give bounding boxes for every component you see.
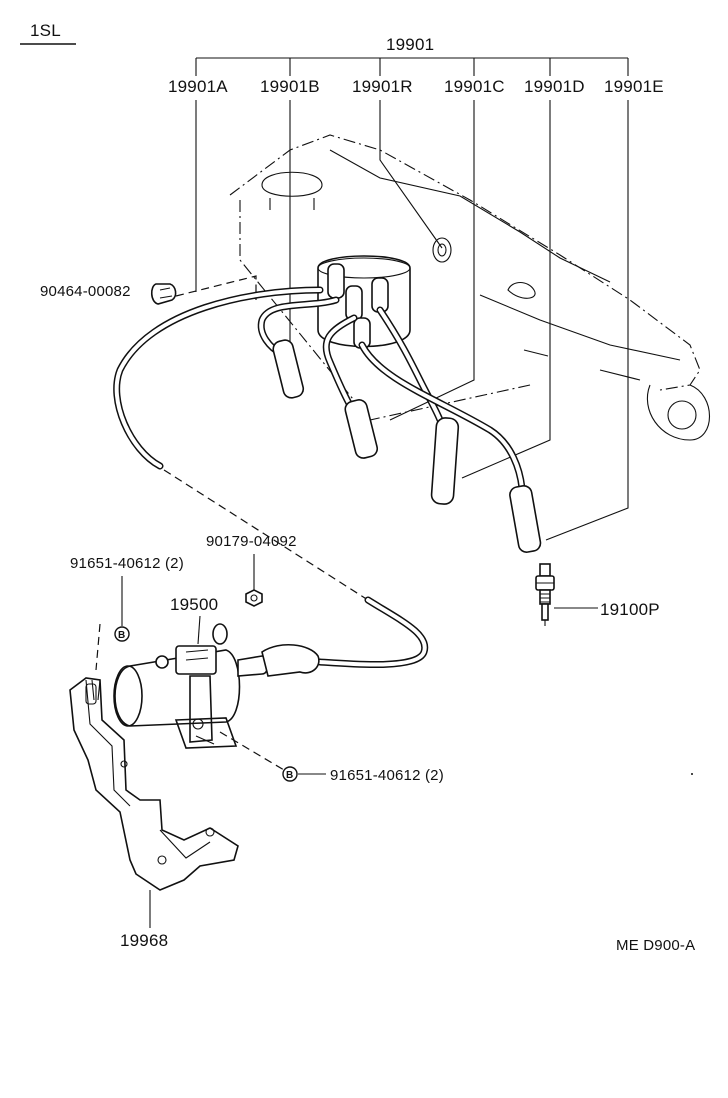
wire-b-callout: 19901B	[260, 77, 320, 96]
plug-wires	[113, 286, 542, 553]
spark-plug	[535, 563, 555, 626]
coil-boot	[261, 643, 320, 677]
coil-connector-loop	[212, 623, 228, 645]
leader-wire-e	[545, 100, 629, 541]
wire-a-callout: 19901A	[168, 77, 228, 96]
svg-text:B: B	[118, 630, 125, 641]
wire-d-callout: 19901D	[524, 77, 585, 96]
drawing-code: ME D900-A	[616, 937, 695, 954]
spark-plug-callout: 19100P	[600, 600, 660, 619]
bracket-callout: 19968	[120, 931, 168, 950]
wire-c-callout: 19901C	[444, 77, 505, 96]
bolt-upper-callout: 91651-40612 (2)	[70, 555, 184, 572]
coil-terminal-post	[155, 655, 169, 669]
wire-r-callout: 19901R	[352, 77, 413, 96]
boot-wire-c	[344, 399, 379, 459]
nut-part	[245, 589, 263, 607]
coil-terminal-block	[175, 645, 217, 675]
pulley-outline	[646, 384, 711, 441]
leader-wire-d	[461, 100, 551, 479]
boot-wire-b	[272, 339, 305, 399]
bolt-lower-callout: 91651-40612 (2)	[330, 767, 444, 784]
bolt-lower-marker	[282, 766, 298, 782]
leader-wire-c	[389, 100, 475, 421]
svg-text:B: B	[286, 770, 293, 781]
coil-mount-foot	[174, 717, 238, 749]
ignition-coil	[113, 623, 320, 749]
variant-label: 1SL	[30, 21, 61, 40]
clamp-dashed-guide	[175, 275, 257, 300]
engine-boss	[507, 281, 536, 299]
coil-wire-route	[163, 469, 369, 601]
cap-grommet	[432, 237, 452, 263]
coil-wire-lower	[316, 596, 429, 669]
engine-outline	[229, 134, 711, 441]
valve-cover-edge	[329, 149, 611, 283]
clamp-callout: 90464-00082	[40, 283, 131, 300]
coil-bracket	[69, 677, 239, 891]
nut-callout: 90179-04092	[206, 533, 297, 550]
wire-e-callout: 19901E	[604, 77, 664, 96]
boot-wire-e	[509, 485, 542, 553]
boot-wire-d	[430, 417, 460, 505]
oil-filler-cap	[261, 171, 323, 197]
coil-callout: 19500	[170, 595, 218, 614]
leader-wire-r	[379, 100, 443, 249]
cap-tower-1	[327, 263, 345, 299]
clamp-part	[150, 283, 177, 305]
harness-callout: 19901	[386, 35, 434, 54]
bolt-upper-marker	[114, 626, 130, 642]
